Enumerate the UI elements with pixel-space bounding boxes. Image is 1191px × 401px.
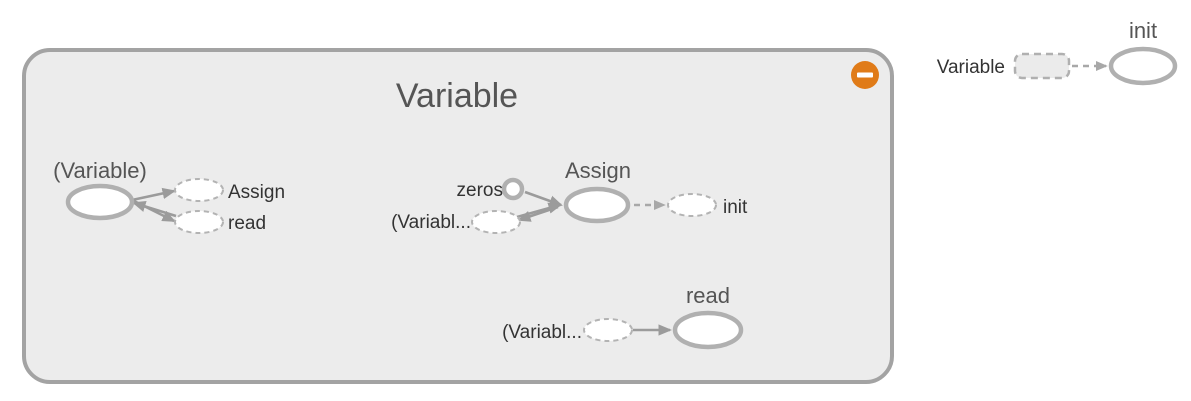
edge-read-to-variable xyxy=(132,200,177,218)
node-read-ref-label: read xyxy=(228,213,266,234)
variable-input-label: (Variabl... xyxy=(391,212,471,233)
node-zeros[interactable] xyxy=(501,177,525,201)
node-read[interactable] xyxy=(672,310,744,350)
variable-ref-label: (Variable) xyxy=(53,158,147,183)
node-read-input-ref[interactable] xyxy=(583,318,633,342)
collapsed-variable-label: Variable xyxy=(937,57,1005,78)
node-assign-ref-label: Assign xyxy=(228,182,285,203)
node-variable-ref[interactable] xyxy=(65,183,135,221)
collapsed-init-label: init xyxy=(1129,18,1157,43)
expanded-scope-panel[interactable]: Variable (Variable) Assign read xyxy=(22,48,894,384)
node-variable-input-ref[interactable] xyxy=(471,210,521,234)
minus-bar-icon xyxy=(857,72,873,78)
zeros-input-label: zeros xyxy=(457,180,503,201)
assign-node-label: Assign xyxy=(565,158,631,183)
collapse-scope-button[interactable] xyxy=(851,61,879,89)
node-init-ref[interactable] xyxy=(667,193,717,217)
node-init-ref-label: init xyxy=(723,197,748,218)
node-collapsed-variable-scope[interactable] xyxy=(1013,52,1071,80)
collapsed-scope-group[interactable]: Variable init xyxy=(937,18,1178,86)
edge-variable-to-assign xyxy=(131,187,176,202)
edge-variable-ref-to-assign xyxy=(516,202,562,219)
assign-cluster[interactable]: Assign zeros (Variabl... init xyxy=(391,158,748,234)
read-node-label: read xyxy=(686,283,730,308)
read-cluster[interactable]: read (Variabl... xyxy=(502,283,744,350)
scope-panel-background[interactable] xyxy=(22,48,894,384)
node-assign-ref[interactable] xyxy=(174,178,224,202)
scope-title: Variable xyxy=(396,77,518,115)
node-read-ref[interactable] xyxy=(174,210,224,234)
node-collapsed-init[interactable] xyxy=(1108,46,1178,86)
read-input-label: (Variabl... xyxy=(502,322,582,343)
node-assign[interactable] xyxy=(563,186,631,224)
variable-ref-cluster[interactable]: (Variable) Assign read xyxy=(53,158,285,234)
